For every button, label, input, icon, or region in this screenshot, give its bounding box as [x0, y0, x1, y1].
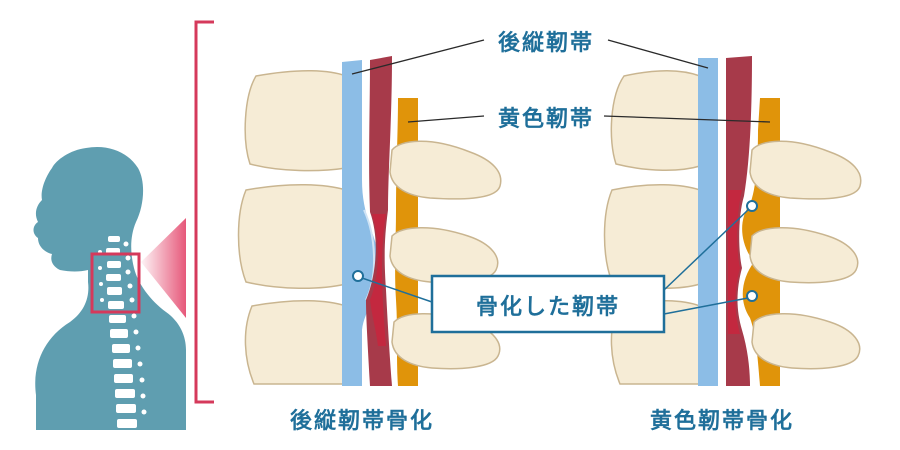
- spinal-cord-compressed: [370, 214, 386, 346]
- leader-ossified-right-upper: [663, 209, 749, 291]
- spinous-process: [749, 140, 862, 200]
- leader-posterior-left: [351, 39, 485, 75]
- ossification-marker: [352, 270, 364, 282]
- zoom-wedge: [141, 218, 186, 318]
- caption-left: 後縦靭帯骨化: [290, 408, 434, 434]
- vertebral-body: [237, 183, 347, 290]
- zoom-bracket: [194, 20, 214, 404]
- spinous-process: [389, 140, 502, 200]
- posterior-longitudinal-ligament: [698, 58, 718, 386]
- leader-ossified-right-lower: [663, 297, 749, 315]
- label-yellow-ligament: 黄色靭帯: [498, 106, 594, 132]
- vertebral-body: [610, 69, 701, 171]
- neck-highlight-box: [90, 252, 141, 314]
- left-spine-section: [237, 56, 502, 386]
- spine-vertebrae-dots: [98, 236, 147, 428]
- leader-yellow-left: [407, 115, 485, 123]
- vertebral-body: [244, 300, 347, 385]
- vertebral-body: [244, 70, 347, 172]
- leader-posterior-right: [607, 39, 709, 69]
- leader-ossified-left: [361, 277, 433, 303]
- caption-right: 黄色靭帯骨化: [650, 408, 794, 434]
- label-posterior-ligament: 後縦靭帯: [498, 30, 594, 56]
- spinous-process: [389, 227, 499, 284]
- leader-yellow-right: [603, 115, 771, 123]
- vertebral-body: [603, 184, 701, 289]
- spinous-process: [749, 227, 859, 284]
- spinous-process: [751, 313, 861, 370]
- right-spine-section: [603, 56, 862, 386]
- leader-lines: [351, 39, 771, 123]
- ossified-label-box: [430, 274, 666, 334]
- ossification-marker: [746, 200, 758, 212]
- ossified-leader-lines: [361, 209, 749, 315]
- human-silhouette: [33, 146, 186, 431]
- label-ossified-ligament: 骨化した靭帯: [476, 294, 620, 320]
- ossification-marker: [746, 290, 758, 302]
